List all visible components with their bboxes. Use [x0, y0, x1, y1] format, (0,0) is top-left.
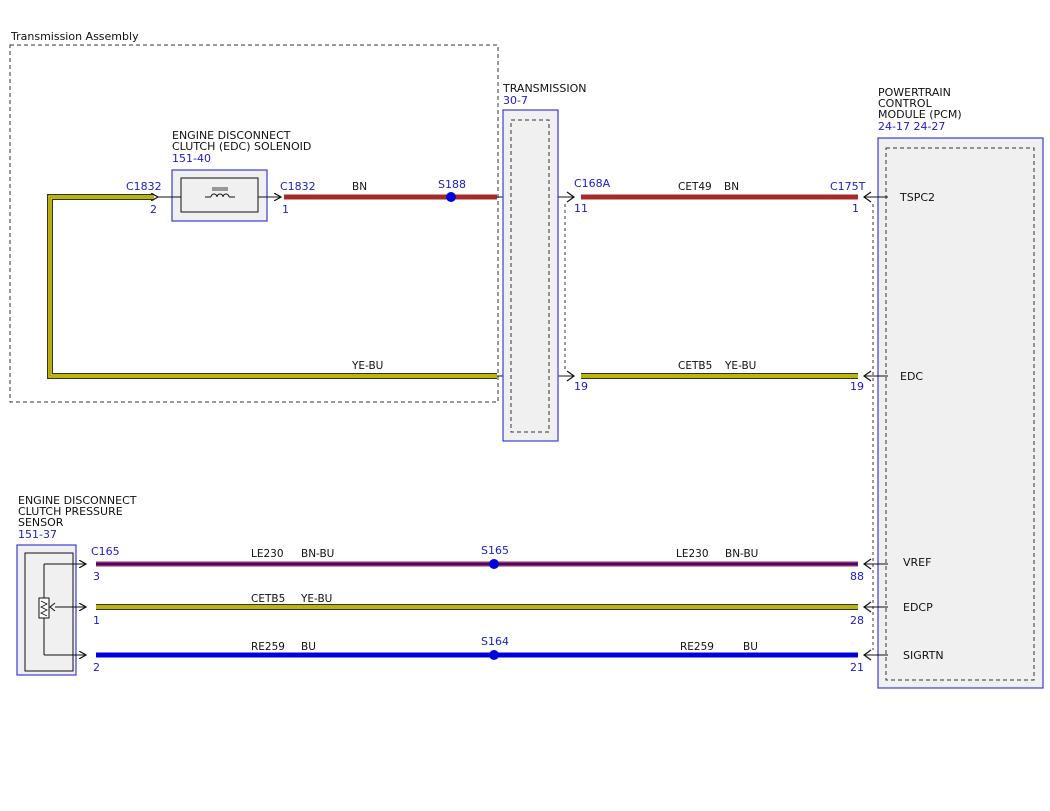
- pcm-pin-edcp[interactable]: EDCP 28: [850, 601, 933, 627]
- solenoid-pin-left: 2: [150, 203, 157, 216]
- splice-s164-label: S164: [481, 635, 509, 648]
- sensor-pin-3: 3: [93, 570, 100, 583]
- wire-re259-right-circuit: RE259: [680, 641, 714, 653]
- splice-s165-label: S165: [481, 544, 509, 557]
- connector-c168a-pin-19: 19: [574, 380, 588, 393]
- solenoid-name-line-1: ENGINE DISCONNECT: [172, 129, 291, 142]
- wire-le230-left-circuit: LE230: [251, 548, 284, 560]
- sensor-pin-2: 2: [93, 661, 100, 674]
- splice-s165[interactable]: [489, 559, 499, 569]
- pcm-pin-number: 19: [850, 380, 864, 393]
- pressure-sensor-icon: [38, 597, 56, 619]
- transmission-ref[interactable]: 30-7: [503, 94, 528, 107]
- wire-re259-right-color: BU: [743, 641, 758, 653]
- wire-bn-color: BN: [352, 181, 367, 193]
- pcm-module[interactable]: [877, 137, 1044, 689]
- pcm-pin-number: 88: [850, 570, 864, 583]
- pcm-pin-label: SIGRTN: [903, 649, 944, 662]
- wire-yebu-loop[interactable]: [47, 194, 497, 379]
- wire-re259-left-circuit: RE259: [251, 641, 285, 653]
- sensor-connector-label: C165: [91, 545, 120, 558]
- wire-cetb5-top-color: YE-BU: [724, 360, 756, 372]
- connector-c168a-pin-19-arrow: [566, 370, 576, 382]
- pcm-name-line-3: MODULE (PCM): [878, 108, 962, 121]
- wire-re259-left-color: BU: [301, 641, 316, 653]
- edc-pressure-sensor[interactable]: [16, 544, 86, 676]
- pcm-pin-number: 28: [850, 614, 864, 627]
- pcm-name-line-2: CONTROL: [878, 97, 933, 110]
- wire-le230-left-color: BN-BU: [301, 548, 334, 560]
- pcm-name-line-1: POWERTRAIN: [878, 86, 951, 99]
- wire-cetb5-bottom-color: YE-BU: [300, 593, 332, 605]
- sensor-name-line-2: CLUTCH PRESSURE: [18, 505, 123, 518]
- connector-c168a-label: C168A: [574, 177, 611, 190]
- pcm-pin-label: TSPC2: [899, 191, 935, 204]
- pcm-pin-label: EDCP: [903, 601, 933, 614]
- sensor-name-line-1: ENGINE DISCONNECT: [18, 494, 137, 507]
- solenoid-pin-right: 1: [282, 203, 289, 216]
- solenoid-name-line-2: CLUTCH (EDC) SOLENOID: [172, 140, 311, 153]
- splice-s188-label: S188: [438, 178, 466, 191]
- transmission-name: TRANSMISSION: [502, 82, 586, 95]
- transmission-assembly-boundary: Transmission Assembly: [9, 30, 499, 403]
- pcm-pin-tspc2[interactable]: TSPC2 1: [852, 191, 935, 215]
- wire-cet49-color: BN: [724, 181, 739, 193]
- pcm-pin-label: EDC: [900, 370, 923, 383]
- pcm-connector-label: C175T: [830, 180, 866, 193]
- wire-cet49-circuit: CET49: [678, 181, 712, 193]
- pcm-pin-edc[interactable]: EDC 19: [850, 370, 923, 393]
- wire-le230-right-color: BN-BU: [725, 548, 758, 560]
- wire-cetb5-bottom-circuit: CETB5: [251, 593, 285, 605]
- solenoid-ref[interactable]: 151-40: [172, 152, 211, 165]
- pcm-pin-vref[interactable]: VREF 88: [850, 556, 931, 583]
- wire-yebu-left-color: YE-BU: [351, 360, 383, 372]
- transmission-module[interactable]: [502, 109, 559, 442]
- sensor-name-line-3: SENSOR: [18, 516, 64, 529]
- solenoid-connector-right: C1832: [280, 180, 316, 193]
- splice-s188[interactable]: [446, 192, 456, 202]
- assembly-label: Transmission Assembly: [10, 30, 139, 43]
- pcm-pin-number: 1: [852, 202, 859, 215]
- wire-cetb5-top-circuit: CETB5: [678, 360, 712, 372]
- pcm-pin-sigrtn[interactable]: SIGRTN 21: [850, 649, 944, 674]
- splice-s164[interactable]: [489, 650, 499, 660]
- connector-c168a-pin-11: 11: [574, 202, 588, 215]
- solenoid-connector-left: C1832: [126, 180, 162, 193]
- coil-icon: [205, 187, 235, 198]
- wire-le230-right-circuit: LE230: [676, 548, 709, 560]
- pcm-pin-number: 21: [850, 661, 864, 674]
- pcm-pin-label: VREF: [903, 556, 931, 569]
- connector-c168a-pin-11-arrow: [566, 191, 576, 203]
- edc-solenoid[interactable]: [158, 169, 281, 222]
- sensor-pin-1: 1: [93, 614, 100, 627]
- sensor-ref[interactable]: 151-37: [18, 528, 57, 541]
- pcm-ref[interactable]: 24-17 24-27: [878, 120, 945, 133]
